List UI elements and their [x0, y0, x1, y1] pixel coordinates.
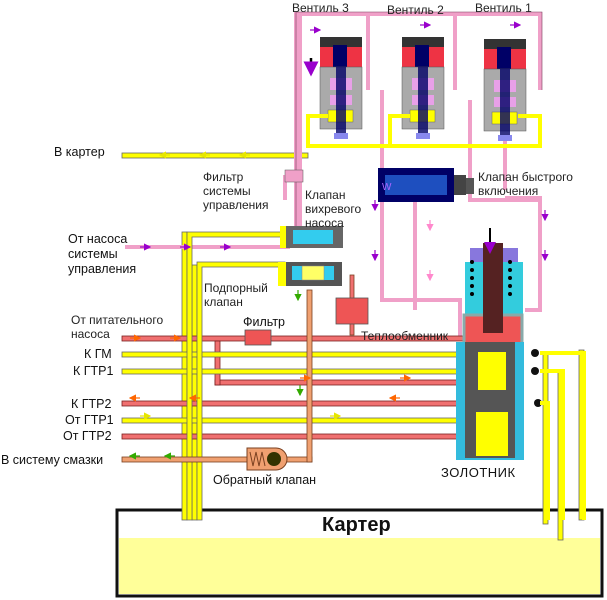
from-control-pump-label-1: От насоса: [68, 232, 128, 246]
valve-2-label: Вентиль 2: [387, 3, 444, 17]
vortex-pump-valve-label-1: Клапан: [305, 188, 346, 202]
from-gtr1-label: От ГТР1: [65, 413, 114, 427]
spring-dots: [470, 260, 512, 296]
feed-filter: [244, 329, 272, 346]
spool-label: ЗОЛОТНИК: [441, 465, 516, 480]
to-gtr1-label: К ГТР1: [73, 364, 114, 378]
crankcase-label: Картер: [322, 514, 391, 536]
filter-control-label-3: управления: [203, 198, 269, 212]
fast-engage-valve: W: [378, 168, 474, 202]
to-lubrication-label: В систему смазки: [1, 453, 104, 467]
from-control-pump-label-2: системы: [68, 247, 118, 261]
solenoid-valve-1: [483, 39, 527, 141]
check-valve: [246, 447, 288, 471]
flow-arrows: [128, 21, 549, 460]
to-crankcase-label: В картер: [54, 145, 105, 159]
check-valve-label: Обратный клапан: [213, 473, 317, 487]
filter-label: Фильтр: [243, 315, 285, 329]
valve-3-label: Вентиль 3: [292, 1, 349, 15]
from-feed-pump-label-2: насоса: [71, 327, 110, 341]
to-gm-label: К ГМ: [84, 347, 112, 361]
backpressure-valve-label-2: клапан: [204, 295, 243, 309]
filter-control-label-2: системы: [203, 184, 251, 198]
control-line-outline: [295, 11, 543, 240]
right-yellow-lines: [540, 351, 586, 520]
from-control-pump-label-3: управления: [68, 262, 137, 276]
svg-text:W: W: [382, 182, 392, 193]
vortex-pump-valve: [280, 226, 343, 248]
valve-1-label: Вентиль 1: [475, 1, 532, 15]
backpressure-valve: [278, 262, 342, 286]
from-gtr2-label: От ГТР2: [63, 429, 112, 443]
solenoid-valve-3: [319, 37, 363, 139]
to-gtr2-label: К ГТР2: [71, 397, 112, 411]
feed-lines: [121, 335, 468, 440]
heat-exchanger: [335, 297, 369, 325]
from-feed-pump-label-1: От питательного: [71, 313, 164, 327]
heat-exchanger-label: Теплообменник: [361, 329, 449, 343]
control-filter: [284, 169, 304, 183]
filter-control-label-1: Фильтр: [203, 170, 244, 184]
fast-engage-valve-label-1: Клапан быстрого: [478, 170, 573, 184]
solenoid-valve-2: [401, 37, 445, 139]
valve-yellow-collector: [306, 114, 542, 148]
crankcase-tank: [115, 508, 604, 598]
vortex-pump-valve-label-3: насоса: [305, 216, 344, 230]
fast-engage-valve-label-2: включения: [478, 184, 539, 198]
backpressure-valve-label-1: Подпорный: [204, 281, 268, 295]
spool-valve: [456, 243, 542, 460]
vortex-pump-valve-label-2: вихревого: [305, 202, 362, 216]
